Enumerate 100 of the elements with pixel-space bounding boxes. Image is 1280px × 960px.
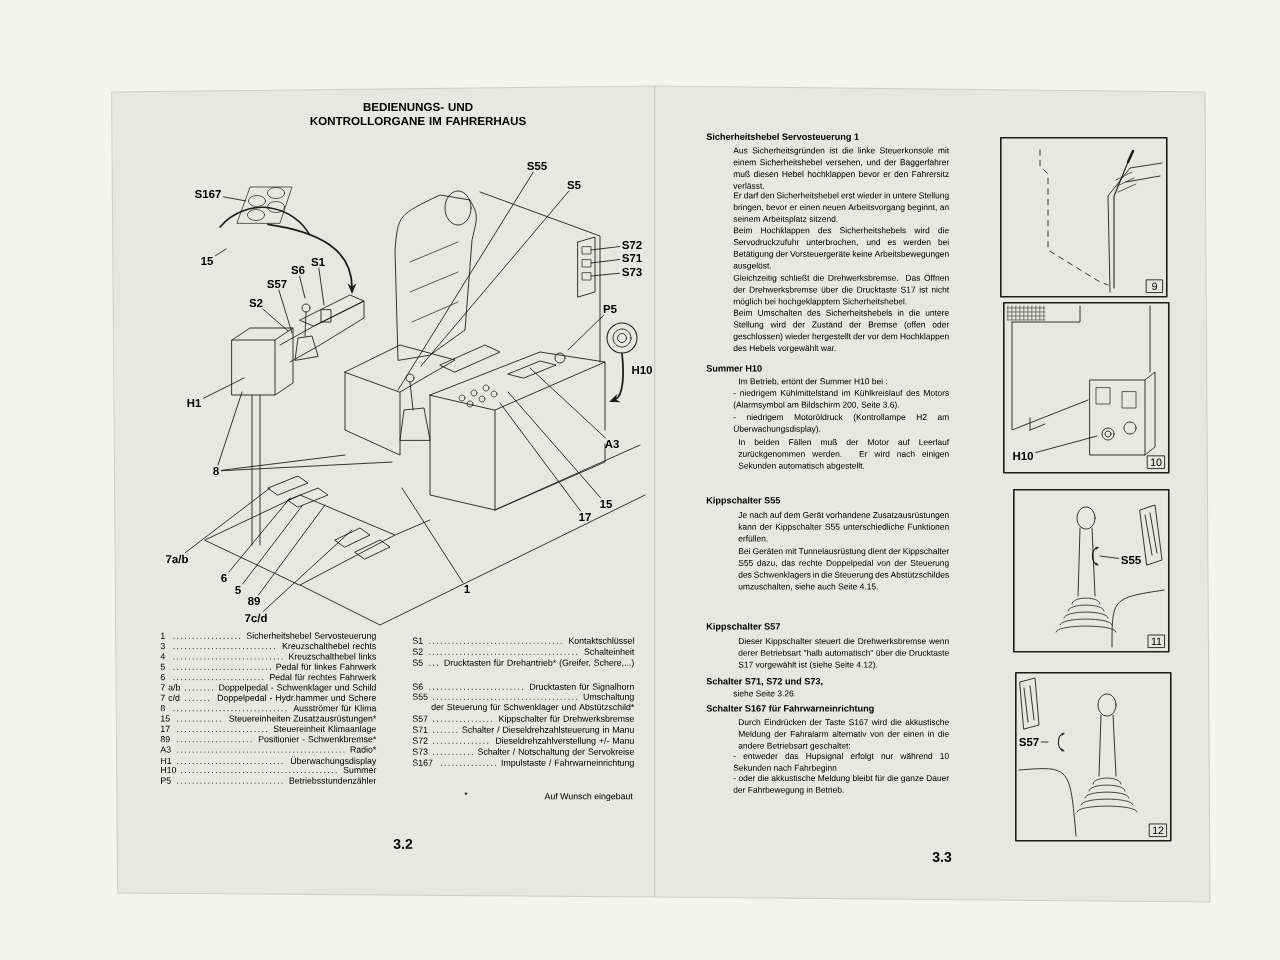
part-description: Steuereinheit Klimaanlage bbox=[273, 725, 376, 734]
part-description: Radio* bbox=[350, 746, 377, 753]
paragraph: Je nach auf dem Gerät vorhandene Zusatzausrüstungen kann der Kippschalter S55 unterschiedliche Funktionen erfüllen. bbox=[738, 511, 949, 542]
bullet-item: - niedrigem Motoröldruck (Kontrollampe H2 am Überwachungsdisplay). bbox=[733, 413, 949, 434]
leader-line bbox=[507, 391, 602, 499]
callout-label: 15 bbox=[201, 257, 214, 265]
leader-line bbox=[215, 248, 227, 257]
callout-number: S2 bbox=[412, 648, 423, 655]
callout-label: S55 bbox=[1121, 556, 1141, 565]
leader-line bbox=[278, 289, 293, 334]
callout-number: 4 bbox=[160, 653, 165, 660]
part-description: Umschaltung der Steuerung für Schwenklager und Abstützschild* bbox=[431, 693, 635, 712]
part-description: Schalter / Notschaltung der Servokreise bbox=[477, 748, 634, 757]
callout-number: S57 bbox=[412, 715, 428, 722]
callout-label: 6 bbox=[221, 574, 227, 583]
part-description: Positionier - Schwenkbremse* bbox=[258, 735, 377, 743]
leader-line bbox=[262, 308, 289, 332]
callout-number: 17 bbox=[161, 725, 170, 732]
footnote-mark: * bbox=[464, 792, 468, 796]
callout-number: S5 bbox=[412, 659, 423, 666]
button-panel-drawing bbox=[219, 186, 311, 236]
part-description: Kreuzschalthebel rechts bbox=[282, 642, 376, 650]
part-description: Kippschalter für Drehwerksbremse bbox=[499, 715, 634, 724]
paragraph: Dieser Kippschalter steuert die Drehwerksbremse wenn derer Betriebsart "halb automatisch" über die Drucktaste S17 vorgewählt ist (siehe Seite 4.12). bbox=[738, 637, 949, 670]
part-description: Pedal für rechtes Fahrwerk bbox=[270, 673, 377, 681]
callout-number: A3 bbox=[160, 746, 171, 753]
callout-number: S1 bbox=[412, 637, 423, 644]
figure-panel: 9 bbox=[1000, 137, 1168, 298]
callout-label: H10 bbox=[1013, 451, 1033, 461]
callout-number: 89 bbox=[160, 736, 170, 743]
part-description: Ausströmer für Klima bbox=[293, 704, 377, 712]
callout-label: 7a/b bbox=[166, 554, 188, 564]
leader-line bbox=[220, 461, 393, 472]
part-description: Impulstaste / Fahrwarneinrichtung bbox=[501, 759, 634, 768]
leader-line bbox=[1040, 741, 1049, 743]
leader-line bbox=[401, 487, 464, 584]
paragraph: Im Betrieb, ertönt der Summer H10 bei : bbox=[739, 378, 887, 386]
part-description: Drucktasten für Signalhorn bbox=[530, 683, 634, 692]
callout-number: S167 bbox=[412, 759, 433, 766]
section-heading: Kippschalter S57 bbox=[706, 622, 780, 632]
callout-label: H10 bbox=[632, 365, 652, 375]
leader-line bbox=[1035, 435, 1098, 454]
section-heading: Schalter S167 für Fahrwarneinrichtung bbox=[706, 704, 874, 714]
page-number: 3.3 bbox=[932, 852, 952, 862]
callout-number: 1 bbox=[161, 632, 165, 639]
callout-number: S72 bbox=[412, 737, 428, 744]
leader-line bbox=[228, 497, 291, 573]
callout-number: H1 bbox=[161, 757, 172, 764]
leader-line bbox=[590, 272, 621, 277]
part-description: Pedal für linkes Fahrwerk bbox=[276, 663, 377, 670]
leader-line bbox=[220, 454, 346, 471]
leader-line bbox=[397, 171, 534, 391]
callout-label: S57 bbox=[267, 279, 287, 289]
paragraph: siehe Seite 3.26. bbox=[733, 690, 796, 697]
leader-line bbox=[590, 259, 621, 264]
part-description: Summer bbox=[343, 766, 377, 774]
callout-number: 8 bbox=[160, 705, 165, 712]
paragraph: Er darf den Sicherheitshebel erst wieder in untere Stellung bringen, bevor er einen neuen Arbeitsvorgang beginnt, an seinem Arbeitsplatz sitzend. bbox=[733, 192, 949, 224]
part-description: Dieseldrehzahlverstellung +/- Manu bbox=[496, 737, 634, 746]
callout-label: S73 bbox=[622, 267, 642, 277]
callout-number: S71 bbox=[412, 726, 428, 733]
callout-label: S71 bbox=[622, 253, 642, 263]
callout-label: S1 bbox=[311, 257, 325, 267]
leader-line bbox=[499, 402, 581, 512]
callout-label: S2 bbox=[249, 298, 263, 308]
paragraph: Gleichzeitig schließt die Drehwerksbremse. Das Öffnen der Drehwerksbremse über die Drucktaste S17 ist nicht möglich bei hochgeklapptem Sicherheitshebel. bbox=[733, 273, 950, 307]
callout-number: S73 bbox=[412, 748, 428, 755]
callout-number: S6 bbox=[412, 683, 423, 690]
callout-number: P5 bbox=[161, 777, 171, 784]
callout-number: 3 bbox=[160, 642, 165, 650]
section-heading: Sicherheitshebel Servosteuerung 1 bbox=[706, 133, 859, 142]
paragraph: In beiden Fällen muß der Motor auf Leerlauf zurückgenommen werden. Er wird nach einigen Sekunden automatisch abgestellt. bbox=[738, 438, 950, 471]
callout-label: P5 bbox=[603, 305, 617, 313]
paragraph: Bei Geräten mit Tunnelausrüstung dient der Kippschalter S55 dazu, das rechte Doppelpedal von der Steuerung des Schwenklagers in die Steuerung des Abstützschildes umzuschalten, siehe auch Seite 4.15. bbox=[738, 547, 950, 591]
callout-label: S167 bbox=[195, 189, 221, 199]
footnote: Auf Wunsch eingebaut bbox=[544, 792, 633, 802]
leader-line bbox=[420, 190, 570, 367]
page-number: 3.2 bbox=[393, 839, 413, 849]
callout-number: 5 bbox=[160, 663, 165, 670]
paragraph: Beim Umschalten des Sicherheitshebels in die untere Stellung wird der Zustand der Bremse (offen oder geschlossen) wieder hergestellt der vor dem Hochklappen des Hebels vorgewählt war. bbox=[733, 309, 950, 353]
section-heading: Summer H10 bbox=[706, 365, 762, 372]
callout-label: 7c/d bbox=[245, 613, 267, 623]
part-description: Schalter / Dieseldrehzahlsteuerung in Manu bbox=[462, 726, 634, 735]
callout-number: H10 bbox=[161, 766, 177, 774]
part-description: Betriebsstundenzähler bbox=[289, 777, 377, 784]
part-description: Schalteinheit bbox=[584, 648, 635, 655]
leader-line bbox=[203, 377, 245, 399]
page-title: BEDIENUNGS- UND KONTROLLORGANE IM FAHRERHAUS bbox=[310, 102, 526, 126]
callout-label: S55 bbox=[527, 161, 547, 171]
callout-number: 7 a/b bbox=[160, 684, 180, 691]
callout-label: 8 bbox=[213, 466, 219, 476]
part-description: Sicherheitshebel Servosteuerung bbox=[246, 632, 376, 641]
callout-number: S55 bbox=[412, 693, 428, 700]
callout-label: S57 bbox=[1019, 738, 1039, 747]
bullet-item: - oder die akkustische Meldung bleibt für die ganze Dauer der Fahrbewegung in Betrieb. bbox=[733, 774, 949, 795]
leader-line bbox=[567, 314, 605, 351]
part-description: Doppelpedal - Hydr.hammer und Schere bbox=[217, 694, 376, 703]
callout-label: 15 bbox=[600, 500, 613, 508]
callout-label: 89 bbox=[248, 597, 260, 606]
callout-label: S72 bbox=[622, 240, 642, 250]
